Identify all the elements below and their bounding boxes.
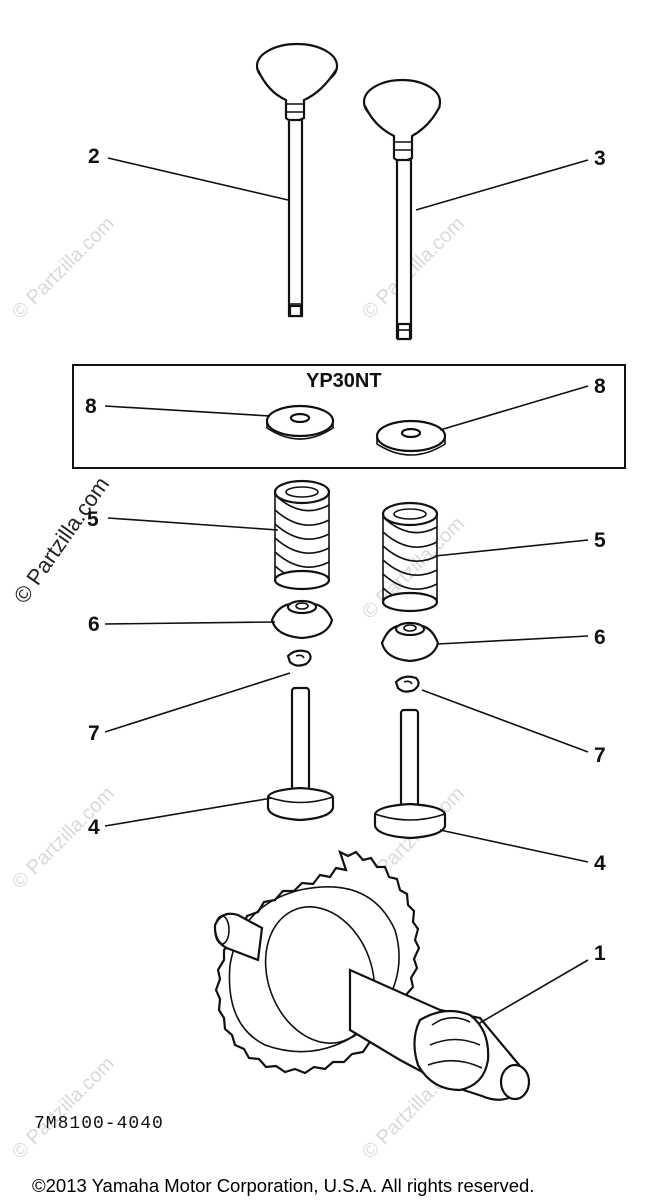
callout-5-left: 5 xyxy=(87,508,99,531)
watermark-text: © Partzilla.com xyxy=(8,213,119,324)
callout-7-left: 7 xyxy=(88,722,100,745)
watermark-text: © Partzilla.com xyxy=(8,783,119,894)
valve-lifter-left xyxy=(266,686,335,822)
watermark-text: © Partzilla.com xyxy=(8,1053,119,1164)
leader-lines xyxy=(104,157,589,1025)
callout-5-right: 5 xyxy=(594,529,606,552)
diagram-code: 7M8100-4040 xyxy=(34,1114,164,1134)
watermark-text: © Partzilla.com xyxy=(358,213,469,324)
callout-3: 3 xyxy=(594,147,606,170)
washer-right xyxy=(375,419,447,456)
copyright-notice: ©2013 Yamaha Motor Corporation, U.S.A. A… xyxy=(32,1175,534,1196)
spring-retainer-right xyxy=(380,621,440,663)
intake-valve xyxy=(255,42,339,318)
callout-6-left: 6 xyxy=(88,613,100,636)
group-title: YP30NT xyxy=(306,370,382,392)
valve-cotter-left xyxy=(286,649,312,667)
callout-8-left: 8 xyxy=(85,395,97,418)
valve-cotter-right xyxy=(394,675,420,693)
callout-8-right: 8 xyxy=(594,375,606,398)
valve-spring-right xyxy=(381,501,439,613)
exhaust-valve xyxy=(362,78,442,341)
washer-left xyxy=(265,404,335,440)
spring-retainer-left xyxy=(270,599,334,640)
valve-spring-left xyxy=(273,479,331,591)
callout-6-right: 6 xyxy=(594,626,606,649)
watermark-text-dark: © Partzilla.com xyxy=(9,472,115,608)
callout-7-right: 7 xyxy=(594,744,606,767)
callout-4-left: 4 xyxy=(88,816,100,839)
yp30nt-group-box xyxy=(72,364,626,469)
callout-1: 1 xyxy=(594,942,606,965)
callouts: 2 3 8 8 5 5 6 6 7 7 4 4 1 xyxy=(85,145,606,965)
callout-4-right: 4 xyxy=(594,852,606,875)
valve-lifter-right xyxy=(373,708,447,840)
callout-2: 2 xyxy=(88,145,100,168)
camshaft-assembly xyxy=(213,849,531,1101)
